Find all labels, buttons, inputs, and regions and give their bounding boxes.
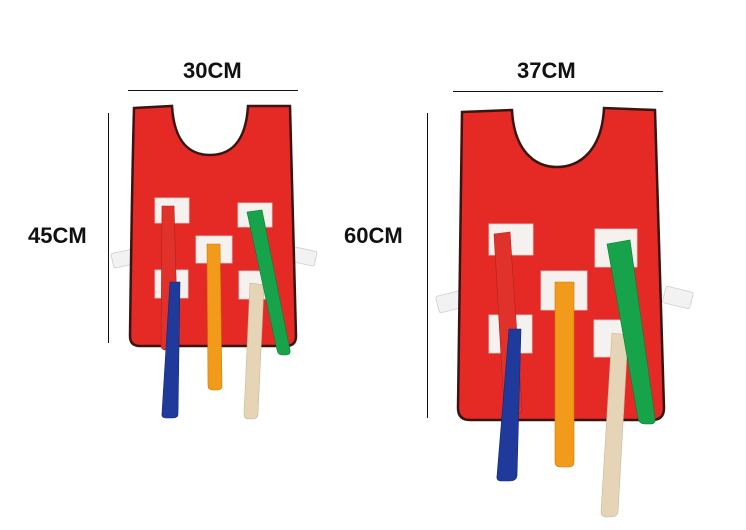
- small-vest-width-label: 30CM: [183, 58, 242, 83]
- large-vest-width-line: [453, 91, 663, 92]
- small-vest-strap-blue: [161, 281, 181, 419]
- small-vest-height-label: 45CM: [28, 223, 87, 248]
- large-vest: [435, 106, 694, 518]
- large-vest-width-label: 37CM: [517, 58, 576, 83]
- large-vest-strap-orange: [554, 281, 575, 468]
- small-vest-strap-green: [246, 209, 291, 356]
- small-vest-strap-orange: [206, 243, 223, 391]
- large-vest-right-tab: [662, 285, 694, 310]
- small-vest-width-line: [128, 90, 298, 91]
- large-vest-strap-green: [606, 239, 656, 425]
- large-vest-height-label: 60CM: [344, 223, 403, 248]
- large-vest-height-line: [427, 113, 428, 418]
- small-vest: [110, 104, 318, 420]
- large-vest-strap-blue: [496, 328, 522, 482]
- large-vest-strap-cream: [600, 332, 629, 518]
- small-vest-strap-cream: [243, 282, 265, 420]
- small-vest-height-line: [108, 113, 109, 343]
